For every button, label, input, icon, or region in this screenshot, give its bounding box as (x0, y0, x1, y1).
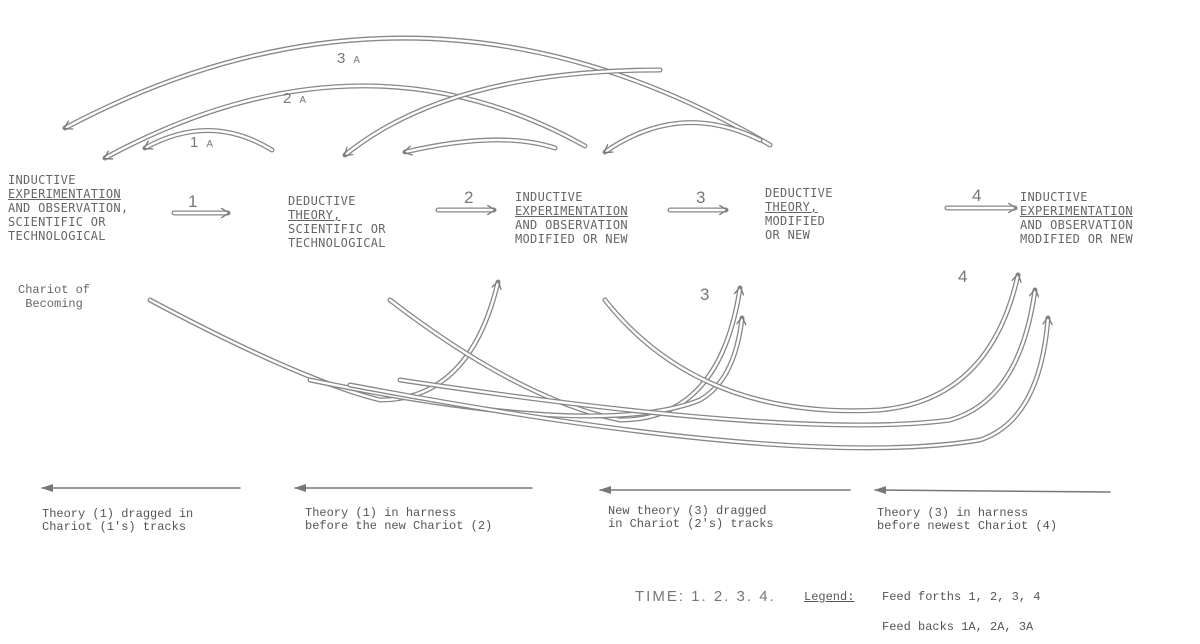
caption-1: Theory (1) dragged in Chariot (1's) trac… (42, 508, 193, 534)
stage-line: MODIFIED OR NEW (515, 232, 628, 246)
stage-5-inductive: INDUCTIVE EXPERIMENTATION AND OBSERVATIO… (1020, 190, 1133, 246)
chariot-track-4 (602, 272, 1018, 414)
stage-line: SCIENTIFIC OR (8, 215, 106, 229)
feedback-suffix: A (299, 95, 307, 106)
chariot-label: Chariot of Becoming (18, 283, 90, 311)
feedback-arrow-1a (142, 128, 275, 153)
legend-feedforths: Feed forths 1, 2, 3, 4 (882, 590, 1041, 604)
legend-feedbacks: Feed backs 1A, 2A, 3A (882, 620, 1034, 634)
feedback-num: 2 (283, 90, 292, 107)
stage-line: INDUCTIVE (515, 190, 583, 204)
stage-line: DEDUCTIVE (288, 194, 356, 208)
stage-line: EXPERIMENTATION (1020, 204, 1133, 218)
stage-1-inductive: INDUCTIVE EXPERIMENTATION AND OBSERVATIO… (8, 173, 128, 243)
caption-line: Theory (3) in harness (877, 506, 1029, 520)
caption-3: New theory (3) dragged in Chariot (2's) … (608, 505, 774, 531)
chariot-track-5 (397, 287, 1035, 428)
stage-line: OR NEW (765, 228, 811, 242)
stage-line: SCIENTIFIC OR (288, 222, 386, 236)
feedback-arrow-extra-3 (602, 120, 763, 155)
chariot-line: Chariot of (18, 283, 91, 297)
feedforth-label-4: 4 (972, 186, 982, 205)
feedback-num: 3 (337, 50, 346, 67)
stage-line: MODIFIED (765, 214, 826, 228)
feedforth-label-3: 3 (696, 188, 706, 207)
legend-title-text: Legend: (804, 590, 855, 604)
legend-title: Legend: (804, 590, 854, 604)
track-label-4: 4 (958, 267, 968, 286)
feedback-suffix: A (206, 139, 214, 150)
caption-line: Chariot (1's) tracks (42, 520, 187, 534)
feedback-arrow-3a (62, 35, 773, 148)
stage-line: INDUCTIVE (1020, 190, 1088, 204)
caption-line: before newest Chariot (4) (877, 519, 1058, 533)
feedforth-label-1: 1 (188, 192, 198, 211)
time-arrow-4 (874, 486, 1111, 495)
stage-line: AND OBSERVATION, (8, 201, 129, 215)
stage-line: THEORY, (288, 208, 341, 222)
chariot-line: Becoming (25, 297, 83, 311)
stage-2-deductive: DEDUCTIVE THEORY, SCIENTIFIC OR TECHNOLO… (288, 194, 386, 250)
feedback-arrow-extra-2 (402, 137, 558, 152)
stage-3-inductive: INDUCTIVE EXPERIMENTATION AND OBSERVATIO… (515, 190, 628, 246)
caption-4: Theory (3) in harness before newest Char… (877, 507, 1057, 533)
stage-line: TECHNOLOGICAL (288, 236, 386, 250)
stage-line: EXPERIMENTATION (515, 204, 628, 218)
feedforth-label-2: 2 (464, 188, 474, 207)
caption-line: Theory (1) in harness (305, 506, 457, 520)
stage-line: INDUCTIVE (8, 173, 76, 187)
caption-line: before the new Chariot (2) (305, 519, 493, 533)
stage-line: DEDUCTIVE (765, 186, 833, 200)
feedback-suffix: A (353, 55, 361, 66)
stage-line: TECHNOLOGICAL (8, 229, 106, 243)
track-label-3: 3 (700, 285, 710, 304)
stage-line: MODIFIED OR NEW (1020, 232, 1133, 246)
chariot-track-1 (147, 279, 498, 403)
caption-2: Theory (1) in harness before the new Cha… (305, 507, 492, 533)
chariot-track-6 (347, 315, 1048, 451)
stage-line: THEORY, (765, 200, 818, 214)
caption-line: in Chariot (2's) tracks (608, 517, 774, 531)
feedback-num: 1 (190, 134, 199, 151)
stage-line: AND OBSERVATION (515, 218, 628, 232)
time-label: TIME: 1. 2. 3. 4. (635, 588, 776, 605)
stage-line: EXPERIMENTATION (8, 187, 121, 201)
caption-line: Theory (1) dragged in (42, 507, 194, 521)
caption-line: New theory (3) dragged (608, 504, 767, 518)
feedback-arrow-extra-1 (342, 67, 663, 158)
stage-4-deductive: DEDUCTIVE THEORY, MODIFIED OR NEW (765, 186, 833, 242)
stage-line: AND OBSERVATION (1020, 218, 1133, 232)
feedback-arrow-2a (102, 83, 588, 161)
chariot-track-2 (387, 285, 740, 423)
